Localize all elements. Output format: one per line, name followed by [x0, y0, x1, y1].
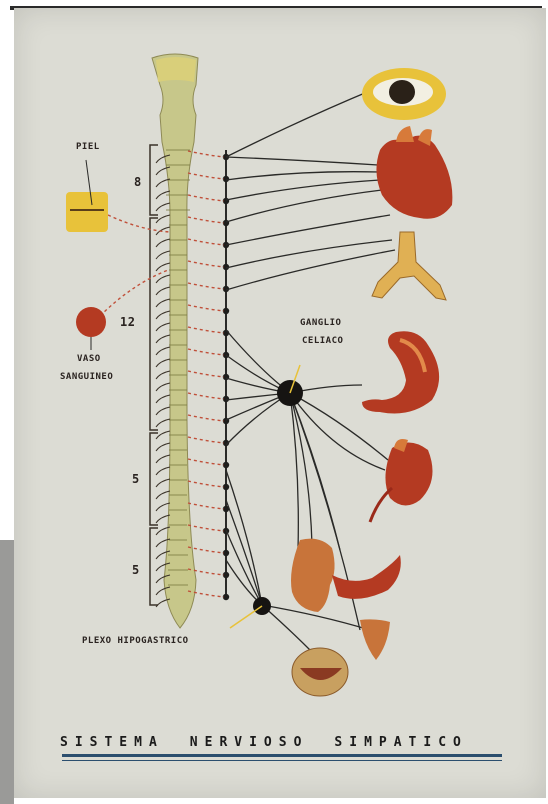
skin-sample — [66, 160, 108, 232]
spinal-cord — [152, 54, 198, 628]
nerve-root — [156, 407, 170, 415]
segment-cervical: 8 — [134, 175, 142, 189]
stomach — [362, 331, 439, 413]
plexo-label: PLEXO HIPOGASTRICO — [82, 636, 189, 646]
ramus — [188, 393, 224, 399]
bladder — [292, 648, 348, 696]
ramus — [188, 503, 224, 509]
eye — [362, 68, 446, 120]
segment-thoracic: 12 — [120, 315, 135, 329]
nerve-root — [156, 227, 170, 235]
nerve-root — [156, 335, 170, 343]
nerve-root — [156, 383, 170, 391]
nerve-root — [156, 467, 170, 475]
ramus — [188, 305, 224, 311]
ramus — [188, 481, 224, 487]
blood-vessel — [76, 307, 106, 337]
nerve-root — [156, 239, 170, 247]
rami-communicantes — [188, 151, 224, 597]
reproductive-organ — [360, 619, 390, 660]
nerve-root — [156, 323, 170, 331]
vaso-label-line1: VASO — [77, 354, 101, 364]
nerve-root — [156, 431, 170, 439]
ramus — [188, 217, 224, 223]
page-title: SISTEMA NERVIOSO SIMPATICO — [60, 735, 510, 750]
nerve-root — [156, 347, 170, 355]
nerve-root — [156, 287, 170, 295]
ramus — [188, 283, 224, 289]
ramus — [188, 327, 224, 333]
nerve-root — [156, 395, 170, 403]
ramus — [188, 547, 224, 553]
ramus — [188, 195, 224, 201]
nerve-root — [156, 503, 170, 511]
ramus — [188, 261, 224, 267]
segment-sacral: 5 — [132, 563, 140, 577]
nerve-root — [156, 251, 170, 259]
title-word-1: SISTEMA — [60, 735, 164, 750]
nerve-root — [156, 215, 170, 223]
ganglio-label-line1: GANGLIO — [300, 318, 341, 328]
ramus — [188, 173, 224, 179]
ramus — [188, 349, 224, 355]
title-word-3: SIMPATICO — [334, 735, 467, 750]
vaso-label-line2: SANGUINEO — [60, 372, 113, 382]
nerve-root — [156, 491, 170, 499]
segment-lumbar: 5 — [132, 472, 140, 486]
nerve-root — [156, 371, 170, 379]
nerve-root — [156, 443, 170, 451]
title-underline — [62, 754, 502, 757]
ramus — [188, 415, 224, 421]
nerve-root — [156, 311, 170, 319]
ramus — [188, 525, 224, 531]
nerve-root — [156, 455, 170, 463]
nerve-root — [156, 359, 170, 367]
nerve-root — [156, 419, 170, 427]
nerve-root — [156, 479, 170, 487]
ramus — [188, 239, 224, 245]
title-word-2: NERVIOSO — [190, 735, 309, 750]
ramus — [188, 459, 224, 465]
kidney — [370, 439, 433, 522]
intestines — [291, 539, 401, 612]
nerve-root — [156, 263, 170, 271]
piel-label: PIEL — [76, 142, 100, 152]
segment-brackets — [150, 145, 158, 605]
nerve-root — [156, 299, 170, 307]
ramus — [188, 437, 224, 443]
nerve-root — [156, 275, 170, 283]
heart — [376, 126, 452, 219]
ramus — [188, 371, 224, 377]
ganglio-label-line2: CELIACO — [302, 336, 343, 346]
title-underline-thin — [62, 760, 502, 761]
left-nerve-roots — [156, 155, 170, 607]
trachea — [372, 232, 446, 300]
ramus — [188, 151, 224, 157]
